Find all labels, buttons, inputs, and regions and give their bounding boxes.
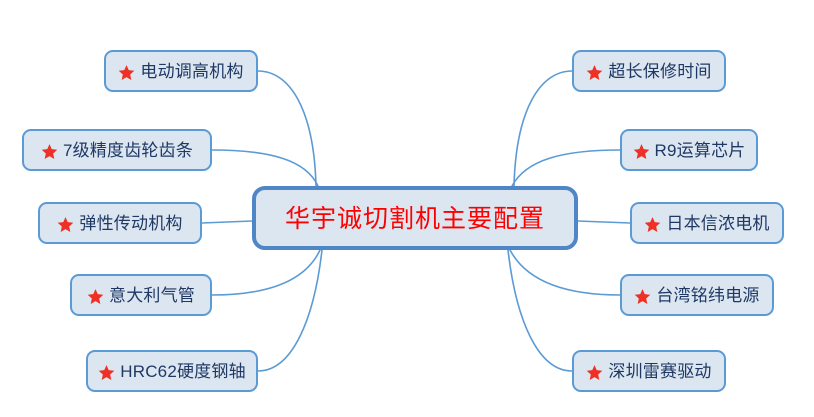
leaf-node-left-1[interactable]: 电动调高机构 — [104, 50, 258, 92]
leaf-node-right-1[interactable]: 超长保修时间 — [572, 50, 726, 92]
connector-left-2 — [211, 149, 319, 187]
star-icon — [41, 143, 58, 160]
star-icon — [633, 143, 650, 160]
leaf-content: 7级精度齿轮齿条 — [29, 142, 205, 159]
leaf-node-right-2[interactable]: R9运算芯片 — [620, 129, 758, 171]
connector-right-1 — [513, 70, 573, 187]
leaf-node-right-3[interactable]: 日本信浓电机 — [630, 202, 784, 244]
connector-left-5 — [257, 249, 323, 372]
star-icon — [87, 288, 104, 305]
connector-right-3 — [577, 220, 631, 224]
leaf-node-left-5[interactable]: HRC62硬度钢轴 — [86, 350, 258, 392]
leaf-content: 弹性传动机构 — [45, 215, 194, 232]
leaf-content: R9运算芯片 — [621, 142, 758, 159]
leaf-label: 超长保修时间 — [608, 61, 712, 81]
leaf-label: 弹性传动机构 — [79, 213, 183, 233]
leaf-label: HRC62硬度钢轴 — [120, 361, 246, 381]
star-icon — [57, 216, 74, 233]
leaf-content: HRC62硬度钢轴 — [86, 363, 258, 380]
leaf-node-right-4[interactable]: 台湾铭纬电源 — [620, 274, 774, 316]
leaf-label: 日本信浓电机 — [666, 213, 770, 233]
center-node-label: 华宇诚切割机主要配置 — [284, 203, 545, 233]
leaf-label: 深圳雷赛驱动 — [608, 361, 712, 381]
leaf-node-left-4[interactable]: 意大利气管 — [70, 274, 212, 316]
leaf-content: 超长保修时间 — [574, 63, 723, 80]
star-icon — [98, 364, 115, 381]
star-icon — [586, 364, 603, 381]
leaf-label: 台湾铭纬电源 — [656, 285, 760, 305]
leaf-label: 7级精度齿轮齿条 — [62, 140, 194, 160]
leaf-node-right-5[interactable]: 深圳雷赛驱动 — [572, 350, 726, 392]
leaf-content: 台湾铭纬电源 — [622, 287, 771, 304]
connector-left-1 — [257, 70, 317, 187]
connector-right-4 — [509, 249, 621, 296]
leaf-label: R9运算芯片 — [654, 140, 746, 160]
connector-left-3 — [201, 220, 253, 224]
center-node[interactable]: 华宇诚切割机主要配置 — [252, 186, 578, 250]
star-icon — [644, 216, 661, 233]
leaf-content: 意大利气管 — [75, 287, 207, 304]
star-icon — [118, 64, 135, 81]
star-icon — [586, 64, 603, 81]
leaf-content: 日本信浓电机 — [632, 215, 781, 232]
connector-right-2 — [511, 149, 621, 187]
connector-left-4 — [211, 249, 321, 296]
leaf-content: 电动调高机构 — [106, 63, 255, 80]
leaf-label: 电动调高机构 — [140, 61, 244, 81]
leaf-node-left-3[interactable]: 弹性传动机构 — [38, 202, 202, 244]
leaf-label: 意大利气管 — [109, 285, 195, 305]
star-icon — [634, 288, 651, 305]
leaf-node-left-2[interactable]: 7级精度齿轮齿条 — [22, 129, 212, 171]
leaf-content: 深圳雷赛驱动 — [574, 363, 723, 380]
connector-right-5 — [507, 249, 573, 372]
